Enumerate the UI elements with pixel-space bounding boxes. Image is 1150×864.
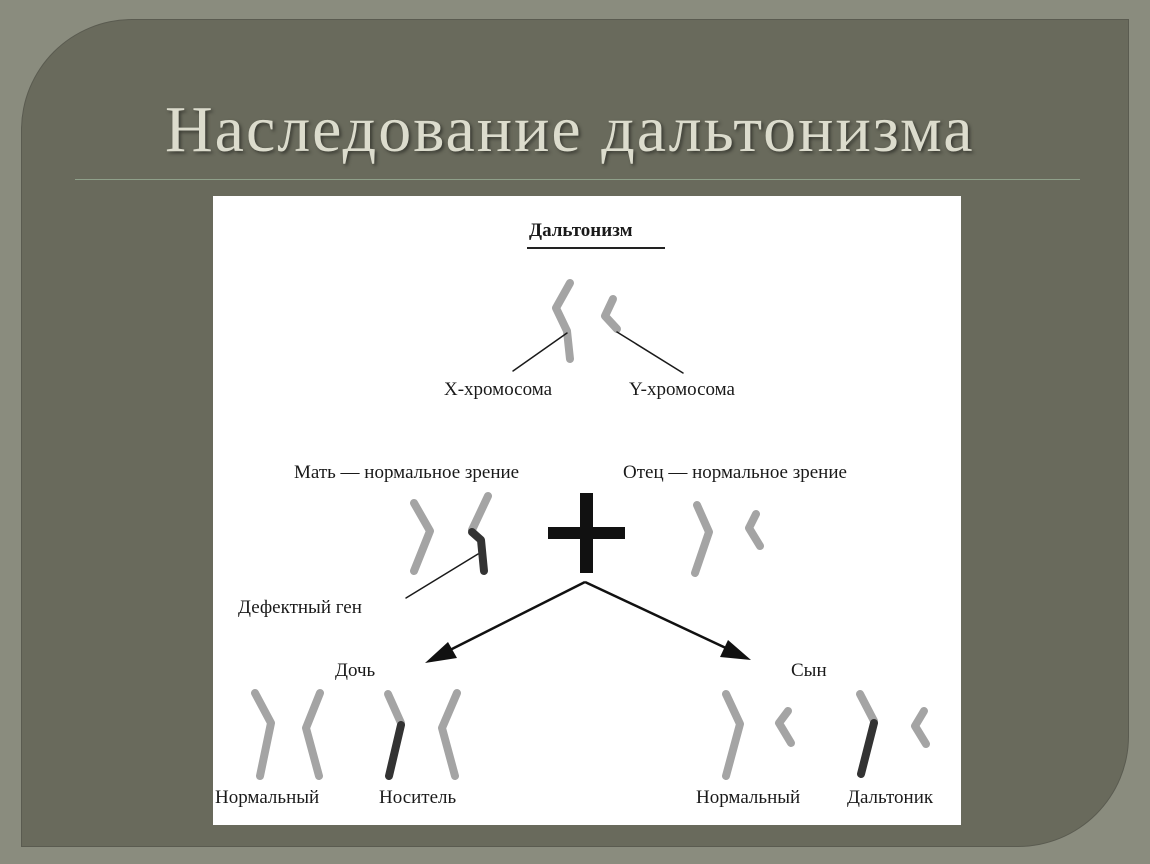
normal-son-label: Нормальный bbox=[696, 787, 801, 808]
heading-underline bbox=[527, 247, 665, 249]
son2-x-defective bbox=[857, 719, 878, 778]
daughter1-x-b bbox=[302, 689, 324, 780]
son-label: Сын bbox=[791, 660, 827, 681]
daughter2-x-b bbox=[438, 689, 461, 780]
daughter2-x-defective bbox=[385, 721, 405, 780]
y-chromosome-label: Y-хромосома bbox=[629, 379, 735, 400]
legend-x-chromosome bbox=[552, 279, 574, 363]
son2-y bbox=[911, 707, 930, 748]
legend-y-chromosome bbox=[601, 295, 621, 333]
mother-x-normal bbox=[410, 499, 434, 575]
x-pointer-line bbox=[512, 332, 568, 372]
defective-gene-label: Дефектный ген bbox=[238, 597, 362, 618]
diagram-heading: Дальтонизм bbox=[529, 220, 633, 241]
daughter1-x-a bbox=[251, 689, 275, 780]
cross-symbol bbox=[548, 493, 625, 573]
slide-title: Наследование дальтонизма bbox=[165, 93, 975, 166]
father-x-normal bbox=[691, 501, 713, 577]
father-y bbox=[745, 510, 764, 550]
x-chromosome-label: X-хромосома bbox=[444, 379, 553, 400]
normal-daughter-label: Нормальный bbox=[215, 787, 320, 808]
father-label: Отец — нормальное зрение bbox=[623, 462, 847, 483]
inheritance-diagram bbox=[251, 279, 930, 780]
arrow-to-son bbox=[720, 640, 751, 660]
son1-x bbox=[722, 690, 744, 780]
carrier-label: Носитель bbox=[379, 787, 457, 808]
defective-gene-pointer bbox=[405, 553, 479, 599]
y-pointer-line bbox=[616, 331, 684, 374]
diagram-panel: Дальтонизм X-хромосома Y-хромосома Мать … bbox=[213, 196, 961, 825]
inheritance-arrows bbox=[425, 580, 751, 663]
son2-x-normal bbox=[856, 690, 878, 725]
mother-label: Мать — нормальное зрение bbox=[294, 462, 520, 483]
son1-y bbox=[775, 707, 795, 747]
arrow-to-daughter bbox=[425, 642, 457, 663]
mother-x-defective bbox=[468, 528, 488, 575]
daughter2-x-normal bbox=[384, 690, 405, 727]
mother-x-upper bbox=[468, 492, 492, 534]
title-divider bbox=[75, 179, 1080, 180]
daughter-label: Дочь bbox=[335, 660, 376, 681]
colorblind-label: Дальтоник bbox=[847, 787, 934, 808]
